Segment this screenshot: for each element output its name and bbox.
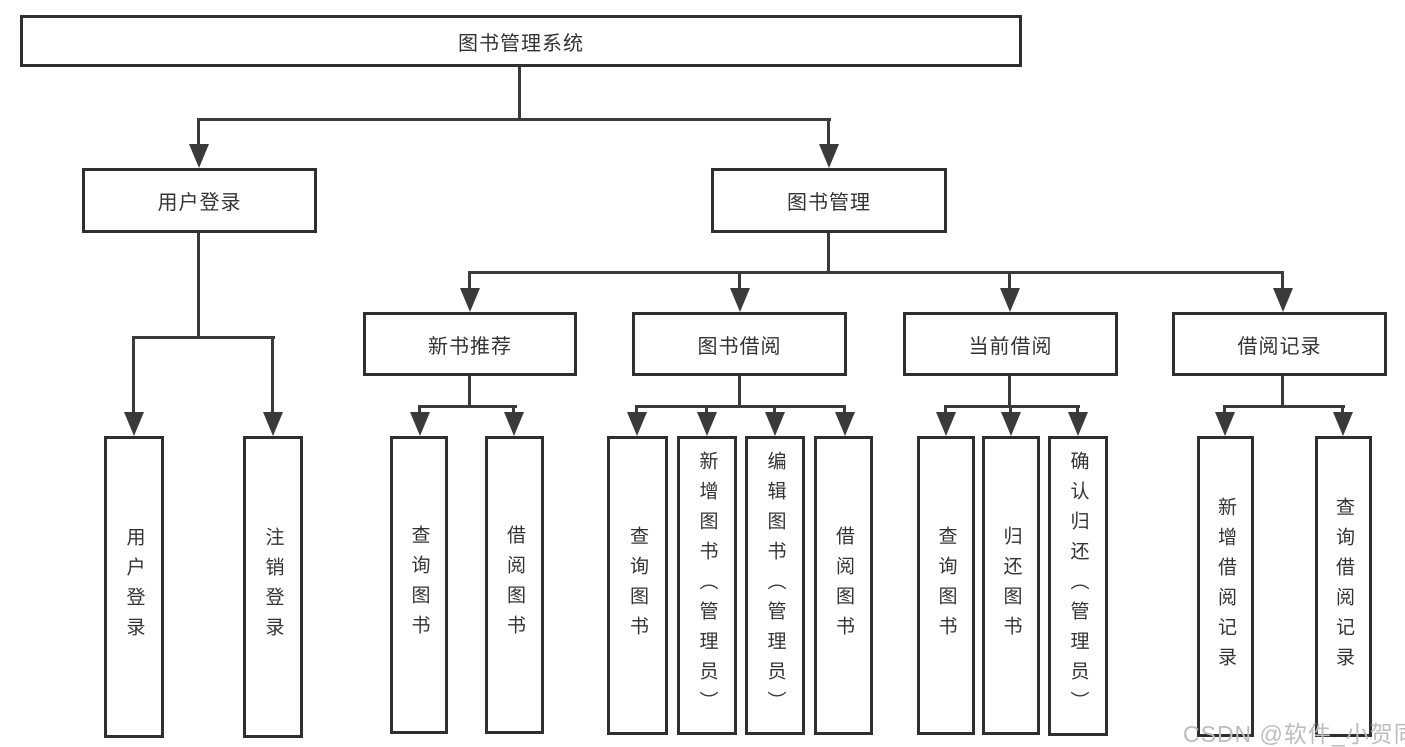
- arrow-down-icon: [124, 412, 144, 436]
- watermark: CSDN @软件_小贺同学: [1183, 721, 1405, 747]
- leaf-current-return: 归还图书: [982, 436, 1040, 735]
- leaf-logout-label: 注销登录: [262, 527, 284, 647]
- node-current-borrow-label: 当前借阅: [968, 335, 1053, 358]
- node-current-borrow: 当前借阅: [903, 312, 1118, 376]
- arrow-down-icon: [410, 412, 430, 436]
- arrow-down-icon: [1000, 288, 1020, 312]
- connector-line: [418, 405, 517, 408]
- leaf-newbook-borrow-label: 借阅图书: [504, 525, 525, 645]
- arrow-down-icon: [460, 288, 480, 312]
- leaf-current-confirm-label: 确认归还（管理员）: [1067, 451, 1089, 721]
- leaf-newbook-query: 查询图书: [390, 436, 448, 734]
- node-user-login: 用户登录: [82, 168, 317, 233]
- connector-line: [635, 405, 638, 417]
- arrow-down-icon: [730, 288, 750, 312]
- connector-line: [1281, 271, 1284, 293]
- arrow-down-icon: [835, 412, 855, 436]
- arrow-down-icon: [936, 412, 956, 436]
- connector-line: [738, 271, 741, 293]
- arrow-down-icon: [504, 412, 524, 436]
- node-new-book-rec-label: 新书推荐: [428, 335, 512, 358]
- leaf-borrow-add-label: 新增图书（管理员）: [696, 450, 718, 721]
- connector-line: [1008, 376, 1011, 408]
- connector-line: [468, 271, 1284, 274]
- connector-line: [1223, 405, 1226, 417]
- connector-line: [132, 336, 135, 416]
- node-borrow-record: 借阅记录: [1172, 312, 1387, 376]
- leaf-logout: 注销登录: [243, 436, 303, 738]
- arrow-down-icon: [819, 144, 839, 168]
- connector-line: [1223, 405, 1345, 408]
- connector-line: [418, 405, 421, 417]
- connector-line: [827, 118, 830, 148]
- connector-line: [843, 405, 846, 417]
- connector-line: [635, 405, 846, 408]
- leaf-borrow-edit-label: 编辑图书（管理员）: [764, 450, 786, 721]
- arrow-down-icon: [697, 412, 717, 436]
- connector-line: [1009, 405, 1012, 417]
- connector-line: [1341, 405, 1344, 417]
- arrow-down-icon: [627, 412, 647, 436]
- leaf-borrow-add: 新增图书（管理员）: [677, 436, 737, 735]
- connector-line: [197, 118, 831, 121]
- leaf-borrow-borrow: 借阅图书: [814, 436, 873, 735]
- node-user-login-label: 用户登录: [157, 192, 242, 214]
- arrow-down-icon: [1215, 412, 1235, 436]
- leaf-borrow-query: 查询图书: [607, 436, 668, 735]
- node-root: 图书管理系统: [20, 15, 1022, 67]
- node-root-label: 图书管理系统: [458, 32, 584, 55]
- connector-line: [738, 376, 741, 408]
- node-book-borrow-label: 图书借阅: [697, 335, 782, 358]
- leaf-current-query: 查询图书: [917, 436, 975, 735]
- connector-line: [944, 405, 947, 417]
- arrow-down-icon: [765, 412, 785, 436]
- connector-line: [271, 336, 274, 416]
- node-book-mgmt-label: 图书管理: [787, 192, 871, 214]
- node-book-borrow: 图书借阅: [632, 312, 847, 376]
- node-new-book-rec: 新书推荐: [363, 312, 577, 376]
- leaf-record-add-label: 新增借阅记录: [1215, 496, 1236, 677]
- leaf-current-query-label: 查询图书: [935, 525, 957, 646]
- connector-line: [197, 118, 200, 148]
- connector-line: [827, 232, 830, 274]
- leaf-record-query: 查询借阅记录: [1315, 436, 1372, 737]
- connector-line: [1008, 271, 1011, 293]
- leaf-user-login: 用户登录: [104, 436, 164, 738]
- connector-line: [518, 66, 521, 119]
- arrow-down-icon: [1273, 288, 1293, 312]
- leaf-current-confirm: 确认归还（管理员）: [1048, 436, 1108, 736]
- leaf-user-login-label: 用户登录: [123, 527, 145, 647]
- leaf-borrow-borrow-label: 借阅图书: [833, 525, 854, 646]
- node-borrow-record-label: 借阅记录: [1237, 335, 1322, 358]
- leaf-record-query-label: 查询借阅记录: [1333, 496, 1354, 677]
- connector-line: [197, 232, 200, 339]
- connector-line: [1076, 405, 1079, 417]
- arrow-down-icon: [1333, 412, 1353, 436]
- node-book-mgmt: 图书管理: [711, 168, 947, 233]
- leaf-newbook-query-label: 查询图书: [408, 525, 430, 645]
- leaf-borrow-edit: 编辑图书（管理员）: [745, 436, 805, 735]
- connector-line: [705, 405, 708, 417]
- connector-line: [1281, 376, 1284, 408]
- leaf-newbook-borrow: 借阅图书: [485, 436, 544, 734]
- connector-line: [773, 405, 776, 417]
- leaf-borrow-query-label: 查询图书: [627, 525, 648, 646]
- leaf-record-add: 新增借阅记录: [1197, 436, 1254, 737]
- connector-line: [944, 405, 1080, 408]
- connector-line: [132, 336, 275, 339]
- leaf-current-return-label: 归还图书: [1000, 525, 1022, 646]
- connector-line: [468, 375, 471, 408]
- arrow-down-icon: [189, 144, 209, 168]
- arrow-down-icon: [1068, 412, 1088, 436]
- connector-line: [468, 271, 471, 293]
- arrow-down-icon: [263, 412, 283, 436]
- arrow-down-icon: [1001, 412, 1021, 436]
- connector-line: [512, 405, 515, 417]
